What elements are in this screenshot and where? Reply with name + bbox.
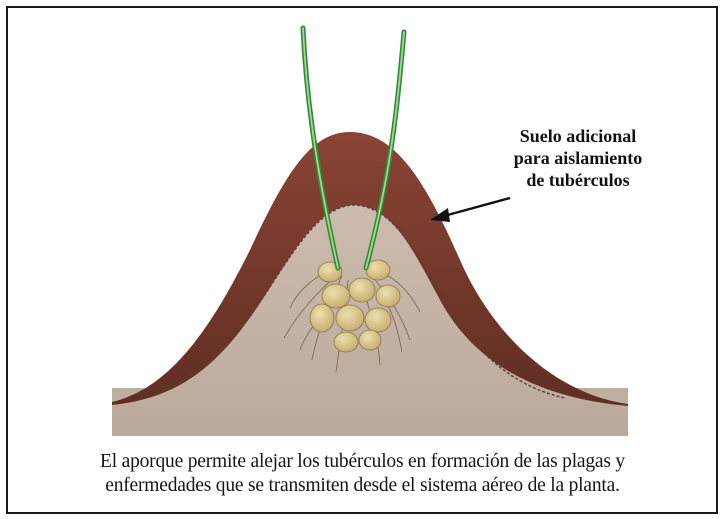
added-soil-label: Suelo adicional para aislamiento de tubé…: [488, 126, 668, 192]
caption-line-2: enfermedades que se transmiten desde el …: [24, 474, 701, 498]
added-soil-label-line-2: para aislamiento: [488, 148, 668, 170]
callout-arrow: [430, 198, 510, 222]
added-soil-label-line-3: de tubérculos: [488, 170, 668, 192]
added-soil-label-line-1: Suelo adicional: [488, 126, 668, 148]
caption-line-1: El aporque permite alejar los tubérculos…: [24, 450, 701, 474]
figure-caption: El aporque permite alejar los tubérculos…: [24, 450, 701, 498]
